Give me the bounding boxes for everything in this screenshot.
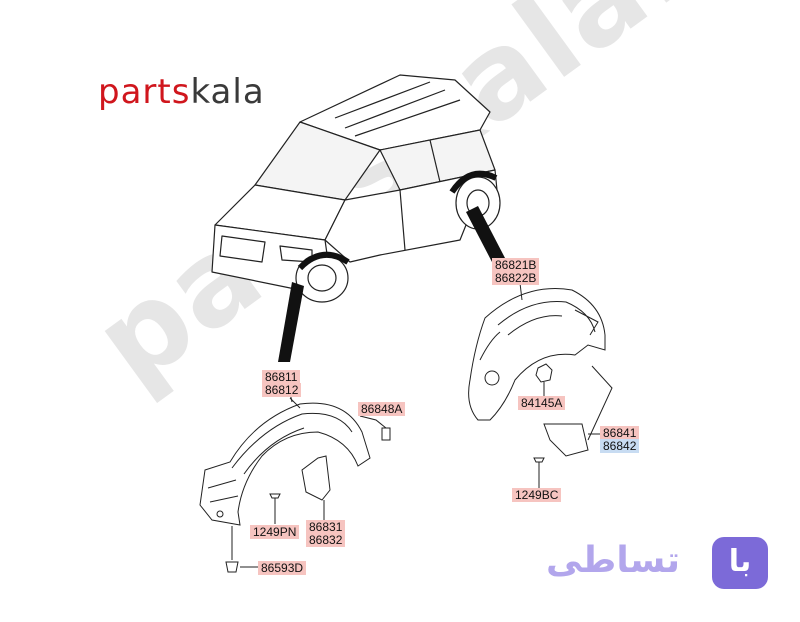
label-front-clip: 86848A bbox=[358, 402, 406, 416]
label-front-liner-2: 86812 bbox=[262, 383, 302, 397]
front-clip-icon bbox=[381, 427, 391, 441]
bottom-clip-icon bbox=[225, 561, 239, 573]
label-rear-nut: 84145A bbox=[518, 396, 566, 410]
front-pointer bbox=[278, 282, 304, 362]
rear-mud-flap bbox=[543, 423, 589, 457]
rear-nut-icon bbox=[535, 363, 553, 383]
partskala-logo: partskala bbox=[98, 72, 265, 112]
logo-part1: parts bbox=[98, 72, 191, 112]
label-rear-liner-1: 86821B bbox=[492, 258, 540, 272]
label-rear-liner-2: 86822B bbox=[492, 271, 540, 285]
front-screw-icon bbox=[269, 493, 281, 512]
label-rear-screw: 1249BC bbox=[512, 488, 562, 502]
front-arch-highlight bbox=[297, 251, 350, 271]
rear-screw-icon bbox=[533, 457, 545, 478]
front-wheel-liner bbox=[199, 402, 371, 526]
rear-arch-highlight bbox=[449, 170, 498, 194]
label-rear-flap-2: 86842 bbox=[600, 439, 640, 453]
label-front-flap-2: 86832 bbox=[306, 533, 346, 547]
car-illustration bbox=[211, 74, 501, 303]
brand-badge: با bbox=[712, 537, 768, 589]
label-front-screw: 1249PN bbox=[250, 525, 300, 539]
rear-pointer bbox=[466, 206, 505, 262]
rear-wheel-liner bbox=[468, 288, 606, 421]
brand-text: تساطی bbox=[546, 540, 680, 581]
label-front-liner-1: 86811 bbox=[262, 370, 301, 384]
label-front-flap-1: 86831 bbox=[306, 520, 346, 534]
label-bottom-clip: 86593D bbox=[258, 561, 307, 575]
label-rear-flap-1: 86841 bbox=[600, 426, 640, 440]
front-mud-flap bbox=[301, 455, 331, 501]
logo-part2: kala bbox=[190, 72, 265, 112]
